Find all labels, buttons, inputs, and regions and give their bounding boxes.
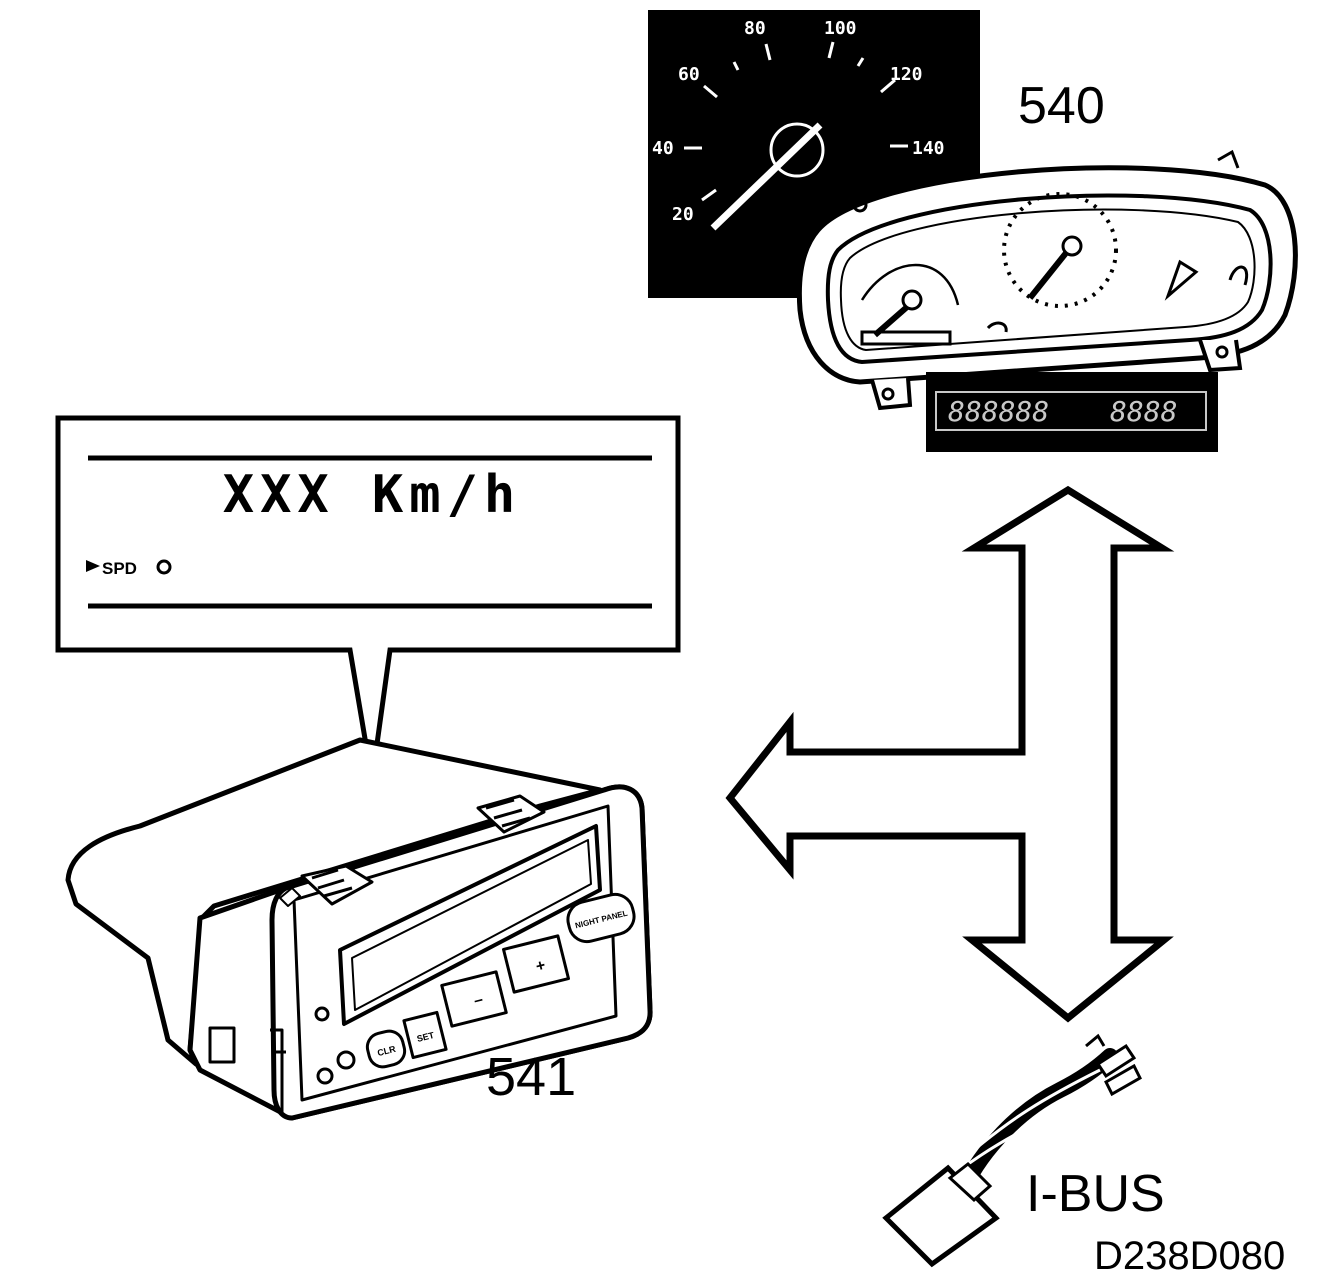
callout-bubble xyxy=(55,415,681,781)
tachometer-needle xyxy=(1027,246,1073,300)
speedometer-tick-marks xyxy=(684,41,908,202)
minus-button-label: – xyxy=(472,991,485,1010)
cluster-bezel xyxy=(825,193,1273,365)
sid-front-inner xyxy=(292,804,618,1102)
t-shaped-arrow xyxy=(725,485,1175,1023)
mode-pointer-icon xyxy=(86,560,100,572)
cluster-mount-left xyxy=(870,377,913,411)
speedometer-hub xyxy=(769,122,825,178)
clr-button[interactable] xyxy=(364,1028,407,1070)
instrument-cluster xyxy=(796,149,1298,411)
trip-value: 8888 xyxy=(1110,395,1177,428)
sid-light-sensor-icon xyxy=(336,1050,356,1070)
tick-label-80: 80 xyxy=(744,18,766,39)
sid-clip-left-ribs xyxy=(311,868,353,898)
sid-knob-icon xyxy=(316,1067,334,1085)
tick-label-40: 40 xyxy=(652,138,674,159)
set-button[interactable] xyxy=(402,1010,448,1060)
mode-indicator-icon xyxy=(156,559,172,575)
sid-part-number: 541 xyxy=(486,1047,577,1107)
tick-label-60: 60 xyxy=(678,64,700,85)
sid-connector-icon xyxy=(208,1026,236,1064)
left-gauge-bar xyxy=(860,330,952,346)
sid-lcd-inner xyxy=(351,839,592,1011)
odometer-window xyxy=(935,391,1207,431)
sid-tab-icon xyxy=(279,887,301,907)
fuel-gauge xyxy=(1164,259,1199,301)
figure-code: D238D080 xyxy=(1094,1234,1286,1278)
tick-label-100: 100 xyxy=(824,18,857,39)
left-gauge-hub xyxy=(901,289,923,311)
set-button-label: SET xyxy=(416,1030,436,1044)
tachometer-dial xyxy=(1002,192,1118,308)
sid-side-edge xyxy=(270,1028,286,1112)
clr-button-label: CLR xyxy=(376,1044,397,1058)
sid-lcd-window xyxy=(338,824,602,1026)
sid-callout: XXX Km/h SPD xyxy=(55,415,681,781)
cluster-mount-right xyxy=(1198,339,1243,373)
cluster-part-number: 540 xyxy=(1018,77,1105,135)
ibus-plug-collar xyxy=(947,1162,993,1203)
ibus-wire-highlight-2 xyxy=(973,1068,1101,1152)
mount-screw-left xyxy=(881,387,895,401)
sid-speed-readout: XXX Km/h xyxy=(223,465,521,525)
mount-screw-right xyxy=(1215,345,1229,359)
ibus-wire-highlight-1 xyxy=(959,1088,1111,1172)
cluster-glass xyxy=(839,208,1256,352)
trip-reset-knob xyxy=(852,197,868,213)
ibus-pin-3 xyxy=(1085,1033,1106,1048)
speedometer-needle xyxy=(710,122,823,231)
ibus-label: I-BUS xyxy=(1026,1165,1165,1223)
ibus-pin-1 xyxy=(1095,1043,1137,1079)
cluster-odometer-display: 888888 8888 xyxy=(926,372,1218,452)
odometer-panel xyxy=(926,372,1218,452)
ibus-connector xyxy=(882,1033,1142,1268)
plus-button-label: + xyxy=(534,957,547,976)
temp-gauge xyxy=(1228,265,1249,286)
tick-label-120: 120 xyxy=(890,64,923,85)
tick-label-20: 20 xyxy=(672,204,694,225)
cluster-indicator xyxy=(986,321,1008,333)
sid-clip-right-ribs xyxy=(485,798,531,828)
speedometer-tick-labels: 20 40 60 80 100 120 140 xyxy=(652,18,945,225)
night-panel-button[interactable] xyxy=(564,891,638,946)
sid-mode-label: SPD xyxy=(102,559,137,578)
plus-button[interactable] xyxy=(502,934,570,994)
cluster-tab-top xyxy=(1217,149,1240,169)
sid-unit: CLR SET – + NIGHT PANEL xyxy=(65,737,653,1121)
left-gauge-arc xyxy=(860,263,960,306)
minus-button[interactable] xyxy=(440,970,508,1028)
odometer-value: 888888 xyxy=(948,395,1049,428)
ibus-pin-2 xyxy=(1104,1063,1142,1097)
bus-arrows xyxy=(725,485,1175,1023)
tachometer-hub xyxy=(1061,235,1083,257)
sid-screw-hole xyxy=(314,1006,330,1022)
tick-label-140: 140 xyxy=(912,138,945,159)
